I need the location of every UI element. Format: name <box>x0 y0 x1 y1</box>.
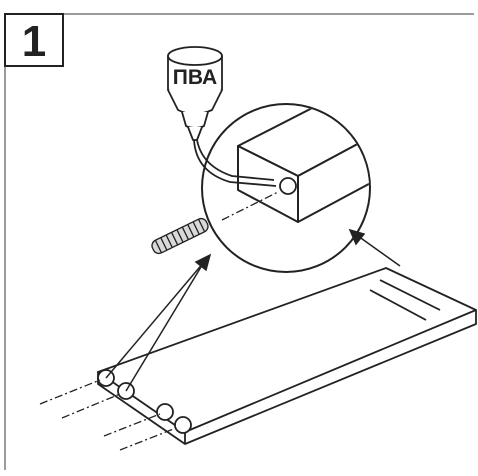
shelf-panel-icon <box>97 267 477 445</box>
arrow-icon <box>105 228 401 392</box>
step-number: 1 <box>22 17 46 66</box>
glue-bottle-icon: ПВА <box>167 46 277 187</box>
step-number-badge: 1 <box>4 13 64 67</box>
figure-frame <box>4 13 474 470</box>
dowel-hole-detail <box>279 177 297 195</box>
dowel-hole <box>174 416 192 434</box>
insertion-guide-lines <box>39 379 177 451</box>
glue-label: ПВА <box>173 66 217 89</box>
dowel-hole <box>156 403 174 421</box>
magnifier-circle-icon <box>201 103 371 273</box>
wooden-dowel-icon <box>151 217 209 255</box>
